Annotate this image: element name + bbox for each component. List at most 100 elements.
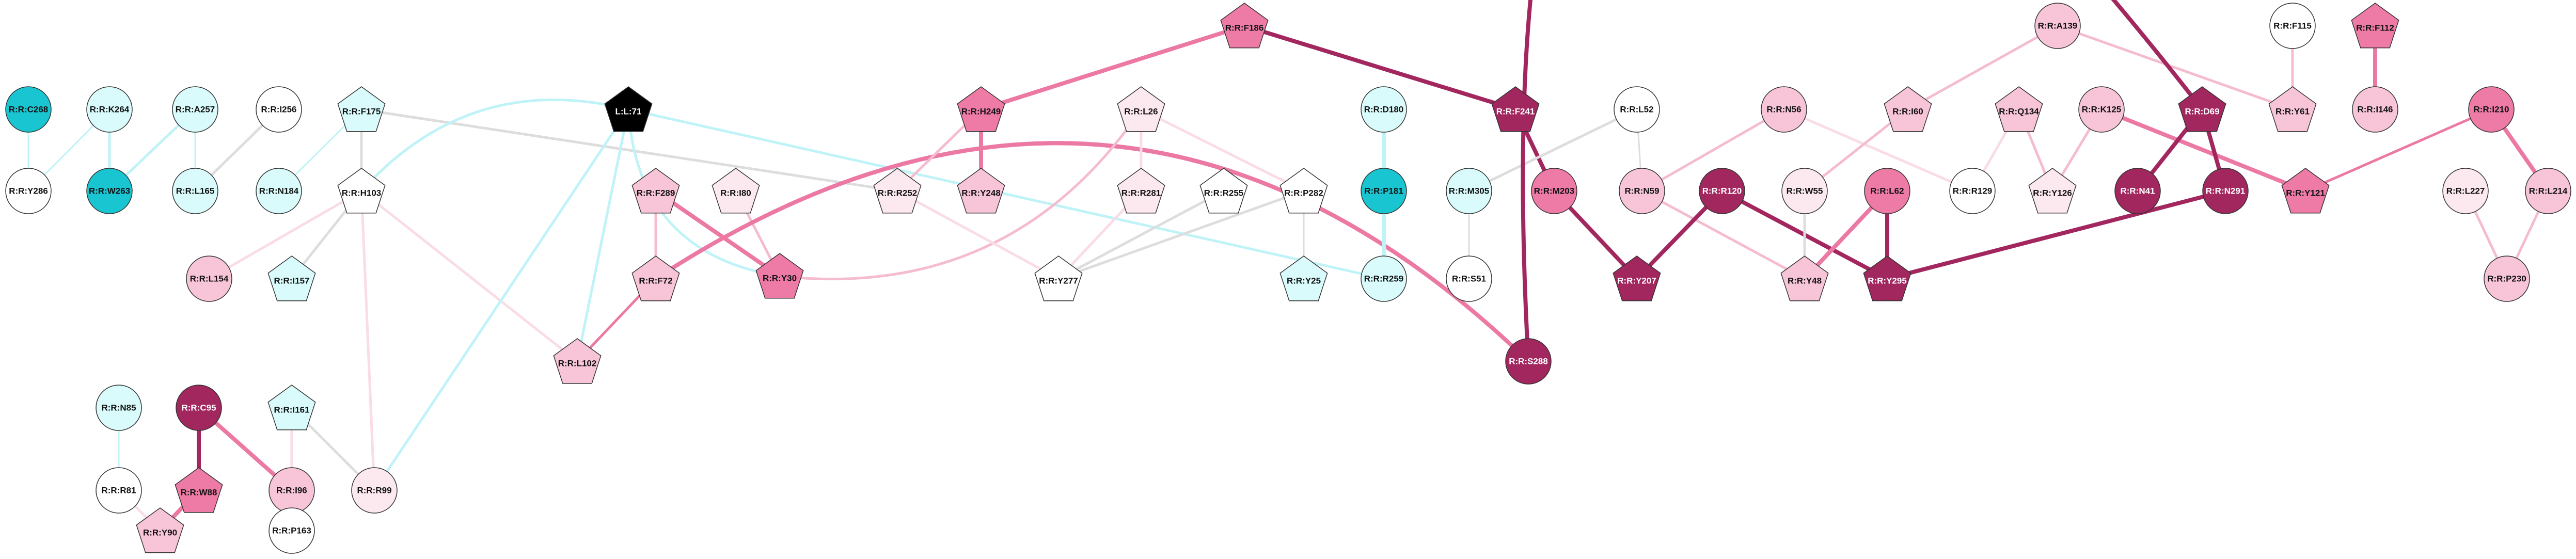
- node-F241[interactable]: R:R:F241: [1491, 86, 1540, 132]
- node-N59[interactable]: R:R:N59: [1619, 168, 1665, 214]
- node-Y126[interactable]: R:R:Y126: [2028, 168, 2077, 214]
- circle-node-shape: [96, 385, 142, 431]
- node-I157[interactable]: R:R:I157: [267, 255, 316, 301]
- node-D180[interactable]: R:R:D180: [1361, 86, 1407, 133]
- node-label: L:L:71: [615, 107, 642, 117]
- node-Y25[interactable]: R:R:Y25: [1279, 255, 1328, 301]
- node-Y90[interactable]: R:R:Y90: [136, 507, 184, 553]
- node-L52[interactable]: R:R:L52: [1614, 86, 1660, 133]
- node-H103[interactable]: R:R:H103: [337, 168, 386, 214]
- node-M203[interactable]: R:R:M203: [1531, 168, 1577, 214]
- node-L71[interactable]: L:L:71: [604, 86, 653, 132]
- node-L227[interactable]: R:R:L227: [2442, 168, 2489, 214]
- node-N56[interactable]: R:R:N56: [1761, 86, 1807, 133]
- node-R129[interactable]: R:R:R129: [1949, 168, 1996, 214]
- node-L154[interactable]: R:R:L154: [186, 255, 232, 302]
- pentagon-node-shape: [2028, 168, 2077, 214]
- node-label: R:R:N59: [1624, 186, 1659, 196]
- node-I80[interactable]: R:R:I80: [712, 168, 760, 214]
- node-L62[interactable]: R:R:L62: [1864, 168, 1910, 214]
- node-R120[interactable]: R:R:R120: [1699, 168, 1745, 214]
- node-N184[interactable]: R:R:N184: [256, 168, 302, 214]
- node-label: R:R:D180: [1364, 105, 1404, 115]
- edge-H103-L154: [208, 189, 363, 280]
- node-Y277[interactable]: R:R:Y277: [1034, 255, 1083, 301]
- circle-node-shape: [1446, 168, 1492, 214]
- node-K125[interactable]: R:R:K125: [2078, 86, 2125, 133]
- node-Y121[interactable]: R:R:Y121: [2281, 168, 2330, 214]
- node-K264[interactable]: R:R:K264: [86, 86, 133, 133]
- circle-node-shape: [86, 168, 133, 214]
- node-W55[interactable]: R:R:W55: [1781, 168, 1828, 214]
- node-W88[interactable]: R:R:W88: [175, 467, 223, 513]
- node-P230[interactable]: R:R:P230: [2484, 255, 2530, 302]
- node-label: R:R:Y25: [1287, 276, 1321, 286]
- node-Y48[interactable]: R:R:Y48: [1780, 255, 1829, 301]
- node-L26[interactable]: R:R:L26: [1117, 86, 1165, 132]
- node-label: R:R:R120: [1702, 186, 1742, 196]
- node-F72[interactable]: R:R:F72: [631, 255, 680, 301]
- node-S51[interactable]: R:R:S51: [1446, 255, 1492, 302]
- edge-H103-L102: [360, 189, 579, 363]
- node-label: R:R:L102: [558, 359, 597, 369]
- node-S288[interactable]: R:R:S288: [1505, 338, 1552, 385]
- node-label: R:R:P230: [2487, 274, 2526, 284]
- node-label: R:R:L165: [176, 186, 215, 196]
- pentagon-node-shape: [1491, 86, 1540, 132]
- node-N291[interactable]: R:R:N291: [2202, 168, 2249, 214]
- node-I146[interactable]: R:R:I146: [2352, 86, 2398, 133]
- node-L165[interactable]: R:R:L165: [172, 168, 218, 214]
- node-R255[interactable]: R:R:R255: [1199, 168, 1248, 214]
- node-label: R:R:S288: [1509, 357, 1548, 366]
- node-Q134[interactable]: R:R:Q134: [1995, 86, 2043, 132]
- node-W263[interactable]: R:R:W263: [86, 168, 133, 214]
- node-L102[interactable]: R:R:L102: [553, 338, 602, 384]
- node-Y207[interactable]: R:R:Y207: [1613, 255, 1661, 301]
- node-M305[interactable]: R:R:M305: [1446, 168, 1492, 214]
- node-N41[interactable]: R:R:N41: [2114, 168, 2161, 214]
- node-C95[interactable]: R:R:C95: [176, 385, 222, 431]
- edge-K125-Y121: [2099, 107, 2308, 193]
- node-A257[interactable]: R:R:A257: [172, 86, 218, 133]
- circle-node-shape: [2525, 168, 2571, 214]
- node-L214[interactable]: R:R:L214: [2525, 168, 2571, 214]
- pentagon-node-shape: [2351, 3, 2399, 49]
- pentagon-node-shape: [1613, 255, 1661, 301]
- node-R99[interactable]: R:R:R99: [351, 467, 398, 514]
- node-I256[interactable]: R:R:I256: [256, 86, 302, 133]
- node-C268[interactable]: R:R:C268: [5, 86, 52, 133]
- node-label: R:R:H249: [961, 107, 1001, 117]
- node-I60[interactable]: R:R:I60: [1884, 86, 1932, 132]
- pentagon-node-shape: [2178, 86, 2226, 132]
- node-Y61[interactable]: R:R:Y61: [2268, 86, 2317, 132]
- node-R81[interactable]: R:R:R81: [96, 467, 142, 514]
- node-label: R:R:L154: [190, 274, 229, 284]
- edge-F186-F241: [1242, 24, 1518, 111]
- node-I161[interactable]: R:R:I161: [267, 385, 316, 430]
- node-A139[interactable]: R:R:A139: [2034, 3, 2081, 49]
- node-F115[interactable]: R:R:F115: [2269, 3, 2316, 49]
- node-F186[interactable]: R:R:F186: [1220, 3, 1269, 49]
- node-F175[interactable]: R:R:F175: [337, 86, 386, 132]
- node-F112[interactable]: R:R:F112: [2351, 3, 2399, 49]
- node-Y248[interactable]: R:R:Y248: [957, 168, 1005, 214]
- node-R259[interactable]: R:R:R259: [1361, 255, 1407, 302]
- node-N85[interactable]: R:R:N85: [96, 385, 142, 431]
- node-F289[interactable]: R:R:F289: [631, 168, 680, 214]
- node-P282[interactable]: R:R:P282: [1279, 168, 1328, 214]
- node-label: R:R:I161: [274, 405, 310, 415]
- node-H249[interactable]: R:R:H249: [957, 86, 1005, 132]
- node-P181[interactable]: R:R:P181: [1361, 168, 1407, 214]
- node-Y30[interactable]: R:R:Y30: [755, 253, 804, 299]
- node-label: R:R:W263: [89, 186, 130, 196]
- node-R281[interactable]: R:R:R281: [1117, 168, 1165, 214]
- node-label: R:R:Y30: [763, 274, 797, 283]
- node-P163[interactable]: R:R:P163: [268, 507, 315, 554]
- node-D69[interactable]: R:R:D69: [2178, 86, 2226, 132]
- pentagon-node-shape: [604, 86, 653, 132]
- node-I210[interactable]: R:R:I210: [2468, 86, 2515, 133]
- node-I96[interactable]: R:R:I96: [268, 467, 315, 514]
- node-Y286[interactable]: R:R:Y286: [5, 168, 52, 214]
- node-R252[interactable]: R:R:R252: [873, 168, 922, 214]
- node-Y295[interactable]: R:R:Y295: [1863, 255, 1911, 301]
